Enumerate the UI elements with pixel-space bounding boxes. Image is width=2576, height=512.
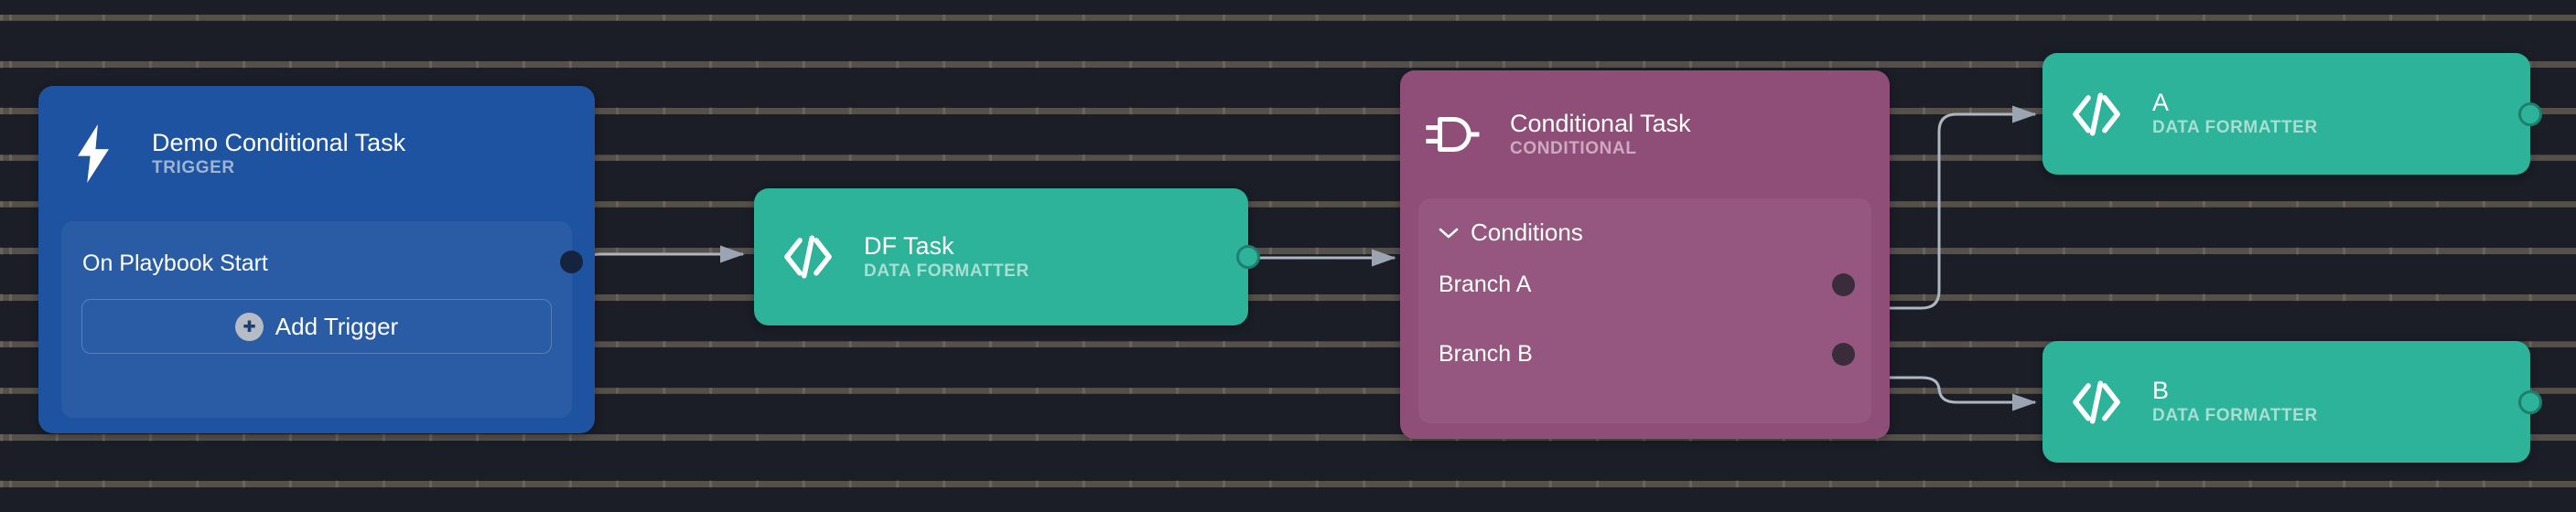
code-brackets-icon: [776, 225, 840, 289]
branch-row-a[interactable]: Branch A: [1439, 269, 1855, 300]
node-b[interactable]: B DATA FORMATTER: [2042, 341, 2542, 463]
code-brackets-icon: [2064, 82, 2129, 146]
node-b-output-handle[interactable]: [2518, 390, 2542, 414]
chevron-down-icon: [1439, 227, 1459, 240]
df-task-node-header: DF Task DATA FORMATTER: [754, 188, 1248, 325]
node-b-titles: B DATA FORMATTER: [2152, 377, 2318, 427]
node-df-task[interactable]: DF Task DATA FORMATTER: [754, 188, 1260, 325]
conditional-node-body: Conditions Branch A Branch B: [1418, 198, 1871, 423]
branch-row-b[interactable]: Branch B: [1439, 338, 1855, 369]
node-conditional[interactable]: Conditional Task CONDITIONAL Conditions …: [1400, 70, 1890, 439]
conditions-label: Conditions: [1471, 219, 1583, 246]
lightning-bolt-icon: [59, 119, 128, 188]
trigger-node-title: Demo Conditional Task: [152, 128, 406, 156]
conditional-node-header: Conditional Task CONDITIONAL: [1400, 70, 1890, 198]
node-trigger[interactable]: Demo Conditional Task TRIGGER On Playboo…: [38, 86, 595, 433]
branch-b-output-handle[interactable]: [1832, 342, 1855, 366]
add-trigger-label: Add Trigger: [275, 312, 399, 340]
trigger-node-subtitle: TRIGGER: [152, 157, 235, 177]
trigger-node-header: Demo Conditional Task TRIGGER: [38, 86, 595, 221]
branch-a-label: Branch A: [1439, 271, 1532, 297]
edge-branch-a-to-node-a: [1882, 105, 2037, 310]
conditional-node-titles: Conditional Task CONDITIONAL: [1510, 110, 1691, 160]
plus-circle-icon: [234, 312, 264, 341]
conditional-node-subtitle: CONDITIONAL: [1510, 138, 1637, 158]
conditional-node-title: Conditional Task: [1510, 109, 1691, 137]
df-task-node-title: DF Task: [864, 231, 954, 260]
node-b-subtitle: DATA FORMATTER: [2152, 406, 2318, 426]
trigger-node-titles: Demo Conditional Task TRIGGER: [152, 129, 405, 179]
node-a-header: A DATA FORMATTER: [2042, 53, 2530, 175]
trigger-node-body: On Playbook Start Add Trigger: [61, 221, 583, 418]
add-trigger-button[interactable]: Add Trigger: [81, 299, 552, 354]
node-b-title: B: [2152, 377, 2170, 405]
branch-a-output-handle[interactable]: [1832, 272, 1855, 296]
node-a-title: A: [2152, 89, 2170, 117]
code-brackets-icon: [2064, 370, 2129, 434]
conditions-toggle[interactable]: Conditions: [1439, 219, 1583, 247]
node-a-titles: A DATA FORMATTER: [2152, 89, 2318, 139]
df-task-node-titles: DF Task DATA FORMATTER: [864, 232, 1029, 283]
logic-gate-icon: [1418, 101, 1486, 168]
node-a-subtitle: DATA FORMATTER: [2152, 118, 2318, 138]
branch-b-label: Branch B: [1439, 340, 1533, 367]
edge-branch-b-to-node-b: [1882, 376, 2037, 411]
df-task-output-handle[interactable]: [1236, 245, 1260, 269]
trigger-output-handle[interactable]: [560, 251, 583, 273]
df-task-node-subtitle: DATA FORMATTER: [864, 261, 1029, 281]
node-a-output-handle[interactable]: [2518, 102, 2542, 126]
node-a[interactable]: A DATA FORMATTER: [2042, 53, 2542, 175]
node-b-header: B DATA FORMATTER: [2042, 341, 2530, 463]
trigger-row-label: On Playbook Start: [82, 251, 268, 276]
